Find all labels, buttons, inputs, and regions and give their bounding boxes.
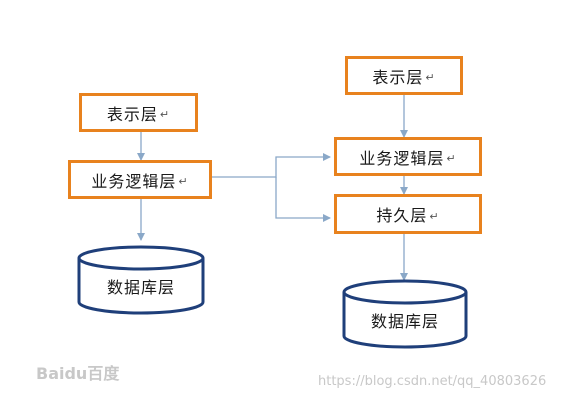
right-persistence-label: 持久层 [376, 206, 428, 225]
left-presentation-label: 表示层 [106, 104, 158, 124]
right-presentation-label: 表示层 [372, 67, 424, 87]
left-presentation-layer: 表示层↵ [79, 93, 198, 132]
paragraph-mark: ↵ [446, 152, 457, 165]
right-database-label: 数据库层 [370, 312, 439, 331]
connector-left-to-right [212, 153, 331, 178]
right-database-cylinder [342, 279, 468, 349]
left-database-cylinder [77, 245, 205, 315]
left-business-layer: 业务逻辑层↵ [68, 160, 212, 199]
paragraph-mark: ↵ [178, 175, 189, 188]
csdn-url-watermark: https://blog.csdn.net/qq_40803626 [318, 374, 547, 389]
right-persistence-layer: 持久层↵ [334, 194, 482, 234]
right-business-layer: 业务逻辑层↵ [334, 137, 482, 176]
right-presentation-layer: 表示层↵ [345, 56, 463, 95]
connector-left-to-persistence [275, 177, 331, 222]
left-business-label: 业务逻辑层 [91, 171, 177, 191]
paragraph-mark: ↵ [429, 209, 440, 223]
left-database-label: 数据库层 [106, 278, 175, 297]
baidu-watermark: Baidu百度 [36, 364, 120, 383]
paragraph-mark: ↵ [425, 71, 436, 84]
paragraph-mark: ↵ [159, 108, 171, 121]
right-business-label: 业务逻辑层 [359, 148, 445, 168]
